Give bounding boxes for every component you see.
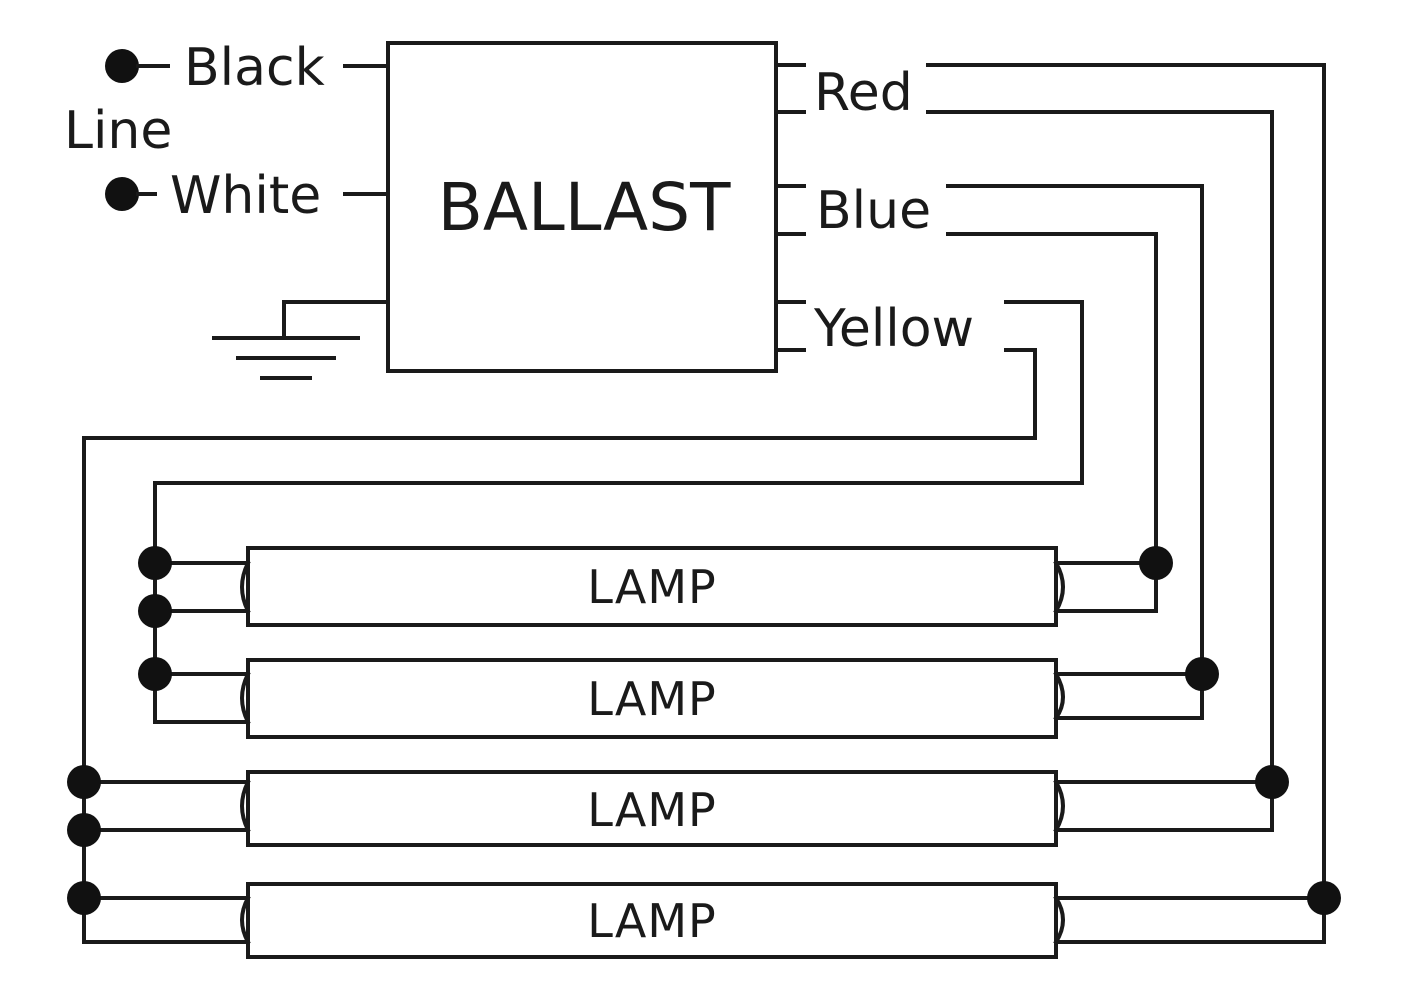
junction-dot [67, 765, 101, 799]
junction-dot [138, 594, 172, 628]
junction-dot [1307, 881, 1341, 915]
left-pins-lamp3-4 [82, 780, 250, 900]
red-stubs [774, 63, 806, 114]
yellow-wire-label: Yellow [813, 299, 974, 359]
black-wire-label: Black [184, 38, 325, 98]
ballast-label: BALLAST [438, 169, 732, 246]
red-wire-2 [926, 110, 1274, 832]
junction-dot [1185, 657, 1219, 691]
lamp-1: LAMP [240, 546, 1065, 627]
lamp-1-label: LAMP [587, 560, 717, 614]
blue-stubs [774, 184, 806, 236]
yellow-wire-2 [82, 348, 1037, 944]
blue-wire-2 [946, 232, 1158, 613]
lamp-3: LAMP [240, 770, 1065, 847]
lamp-2: LAMP [240, 658, 1065, 739]
black-terminal-dot [105, 49, 139, 83]
junction-dot [138, 546, 172, 580]
white-wire-label: White [170, 166, 321, 226]
red-wire-1 [926, 63, 1326, 944]
junction-dot [67, 881, 101, 915]
yellow-stubs [774, 300, 806, 352]
junction-dot [1255, 765, 1289, 799]
ballast-box [386, 41, 778, 373]
red-wire-label: Red [814, 63, 913, 123]
lamp-2-label: LAMP [587, 672, 717, 726]
ground-wire [282, 300, 390, 340]
lamp-4-label: LAMP [587, 894, 717, 948]
white-terminal-dot [105, 177, 139, 211]
lamp-3-label: LAMP [587, 783, 717, 837]
blue-wire-label: Blue [816, 181, 931, 241]
yellow-wire-1 [153, 300, 1084, 724]
blue-wire-1 [946, 184, 1204, 720]
junction-dot [67, 813, 101, 847]
lamp-4: LAMP [240, 882, 1065, 959]
line-label: Line [64, 101, 172, 161]
junction-dot [138, 657, 172, 691]
junction-dot [1139, 546, 1173, 580]
ground-symbol-icon [212, 336, 360, 380]
